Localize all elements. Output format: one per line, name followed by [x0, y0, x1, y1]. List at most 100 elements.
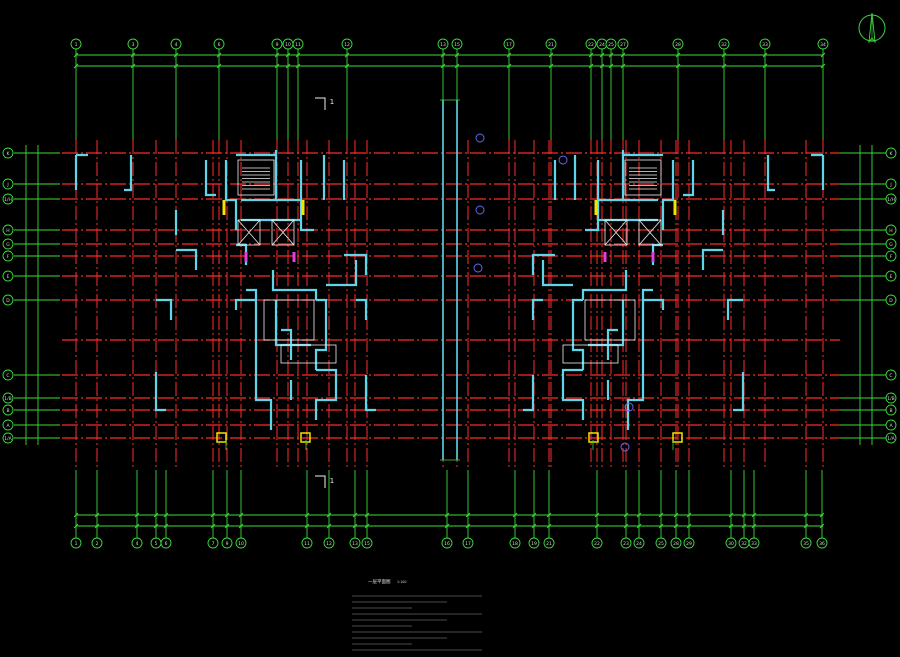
dim-tick — [454, 52, 460, 58]
dim-tick — [295, 63, 301, 69]
wall-segment — [626, 288, 653, 420]
axis-label-bottom: 28 — [673, 541, 679, 547]
dim-tick — [326, 512, 332, 518]
dim-tick — [803, 523, 809, 529]
right-wing-walls — [523, 150, 825, 450]
dim-tick — [364, 512, 370, 518]
dim-tick — [762, 52, 768, 58]
axis-bubble-right — [885, 432, 897, 444]
axis-bubble-bottom — [620, 537, 632, 549]
dim-tick — [134, 512, 140, 518]
axis-bubble-right — [885, 238, 897, 250]
axis-label-top: 9 — [276, 42, 279, 48]
axis-label-top: 3 — [132, 42, 135, 48]
axis-bubble-left — [2, 193, 14, 205]
axis-bubble-bottom — [70, 537, 82, 549]
dim-tick — [238, 512, 244, 518]
wall-segment — [224, 160, 238, 230]
wall-segment — [581, 270, 628, 300]
dim-tick — [819, 523, 825, 529]
wall-segment — [683, 160, 695, 197]
accent-yellow-column — [216, 432, 227, 443]
axis-label-right: C — [889, 373, 892, 379]
dim-tick — [216, 52, 222, 58]
wall-segment — [531, 253, 555, 275]
axis-bubble-top — [759, 38, 771, 50]
dim-tick — [173, 52, 179, 58]
axis-bubble-right — [885, 193, 897, 205]
axis-bubble-right — [885, 392, 897, 404]
wall-segment — [606, 328, 618, 360]
wall-segment — [271, 270, 318, 300]
stair-core — [237, 159, 275, 196]
axis-bubble-left — [2, 238, 14, 250]
axis-label-bottom: 23 — [623, 541, 629, 547]
axis-bubble-top — [605, 38, 617, 50]
wall-segment — [326, 260, 358, 287]
axis-bubble-top — [341, 38, 353, 50]
north-arrow-icon — [858, 12, 886, 44]
axis-bubble-right — [885, 419, 897, 431]
axis-label-left: 1/A — [4, 436, 12, 442]
dim-tick — [608, 63, 614, 69]
dim-tick — [548, 63, 554, 69]
axis-bubble-right — [885, 178, 897, 190]
wall-segment — [661, 160, 675, 230]
dim-tick — [210, 523, 216, 529]
wall-segment — [531, 298, 543, 320]
dim-tick — [751, 523, 757, 529]
section-mark-bottom: 1 — [330, 477, 334, 485]
party-wall-cap — [440, 99, 460, 461]
axis-bubble-right — [885, 224, 897, 236]
dim-tick — [506, 52, 512, 58]
grid-layer — [62, 140, 840, 470]
axis-label-top: 22 — [588, 42, 594, 48]
axis-bubble-left — [2, 224, 14, 236]
dim-tick — [546, 523, 552, 529]
axis-bubble-bottom — [301, 537, 313, 549]
wall-segment — [585, 160, 600, 232]
axis-label-bottom: 1 — [75, 541, 78, 547]
axis-label-bottom: 29 — [686, 541, 692, 547]
dim-tick — [440, 63, 446, 69]
axis-label-left: K — [7, 151, 11, 157]
dim-tick — [153, 523, 159, 529]
dim-tick — [531, 523, 537, 529]
axis-label-bottom: 36 — [819, 541, 825, 547]
axis-label-right: K — [890, 151, 894, 157]
wall-segment — [176, 248, 198, 270]
axis-label-top: 6 — [218, 42, 221, 48]
axis-bubble-left — [2, 369, 14, 381]
axis-label-left: B — [6, 408, 9, 414]
elevator-cross — [604, 219, 628, 246]
axis-bubble-top — [817, 38, 829, 50]
axis-bubble-right — [885, 404, 897, 416]
axis-bubble-bottom — [543, 537, 555, 549]
axis-label-right: E — [890, 274, 893, 280]
wall-segment — [364, 375, 376, 412]
axis-label-bottom: 6 — [165, 541, 168, 547]
wall-segment — [234, 298, 256, 310]
axis-bubble-bottom — [91, 537, 103, 549]
dim-tick — [224, 512, 230, 518]
axis-bubble-bottom — [131, 537, 143, 549]
leader-line — [225, 440, 307, 450]
dim-tick — [352, 512, 358, 518]
axis-label-left: G — [6, 242, 10, 248]
axis-bubble-bottom — [323, 537, 335, 549]
wall-segment — [314, 298, 328, 370]
dim-tick — [73, 512, 79, 518]
dim-tick — [304, 512, 310, 518]
axis-bubble-bottom — [655, 537, 667, 549]
dim-tick — [686, 523, 692, 529]
callout-circle — [558, 155, 568, 165]
dim-tick — [803, 512, 809, 518]
dim-tick — [728, 523, 734, 529]
accent-yellow-column — [588, 432, 599, 443]
dim-tick — [675, 63, 681, 69]
axis-label-right: 1/H — [887, 197, 895, 203]
axis-bubble-bottom — [816, 537, 828, 549]
axis-label-bottom: 9 — [226, 541, 229, 547]
wall-layer — [74, 99, 825, 461]
